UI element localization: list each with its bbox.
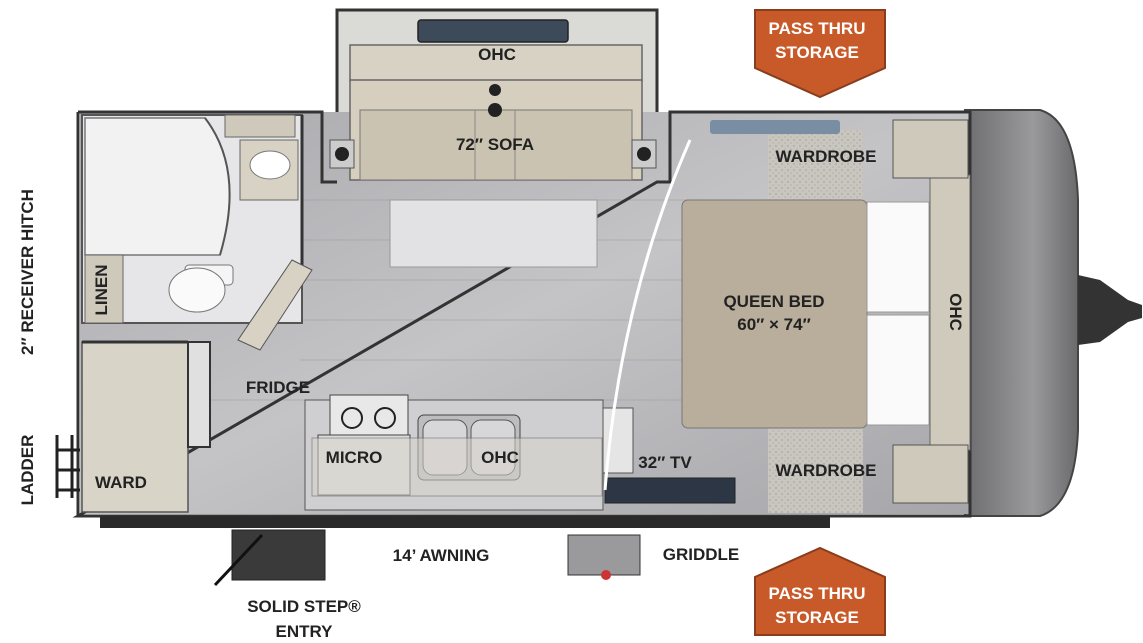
pass-thru-badge-top	[754, 9, 886, 99]
hitch	[1078, 275, 1142, 345]
wardrobe-bottom	[768, 428, 863, 513]
label-entry: SOLID STEP®	[247, 597, 361, 616]
label-entry-2: ENTRY	[276, 622, 334, 641]
label-wardrobe-bottom: WARDROBE	[775, 461, 876, 480]
nightstand-bottom	[892, 444, 969, 504]
label-ward: WARD	[95, 473, 147, 492]
slideout-window	[417, 19, 569, 43]
pillow-bottom	[866, 314, 930, 426]
kitchen-ohc	[311, 437, 603, 497]
bed-ohc	[929, 174, 971, 451]
label-awning: 14’ AWNING	[393, 546, 490, 565]
badge-top-line2: STORAGE	[775, 43, 859, 62]
label-griddle: GRIDDLE	[663, 545, 740, 564]
fridge	[187, 341, 211, 448]
entry-steps	[213, 529, 326, 587]
bath-door	[237, 259, 313, 351]
label-ohc-top: OHC	[478, 45, 516, 64]
label-receiver-hitch: 2″ RECEIVER HITCH	[18, 189, 37, 355]
badge-bottom-line1: PASS THRU	[769, 584, 866, 603]
pillow-top	[866, 201, 930, 313]
label-queen-bed: QUEEN BED	[723, 292, 824, 311]
pass-thru-badge-bottom	[754, 546, 886, 636]
griddle	[567, 534, 641, 576]
badge-top-line1: PASS THRU	[769, 19, 866, 38]
medicine-cabinet	[224, 114, 296, 138]
front-window-top	[710, 120, 840, 134]
cupholder	[489, 84, 501, 96]
label-wardrobe-top: WARDROBE	[775, 147, 876, 166]
ward-cabinet	[81, 341, 189, 513]
toilet	[168, 267, 226, 313]
nightstand-top	[892, 119, 969, 179]
label-queen-bed-size: 60″ × 74″	[737, 315, 810, 334]
label-fridge: FRIDGE	[246, 378, 310, 397]
shower	[84, 117, 231, 256]
label-linen: LINEN	[92, 265, 111, 316]
label-ohc-front: OHC	[946, 293, 965, 331]
ladder	[55, 435, 80, 498]
table	[389, 199, 598, 268]
front-cap	[964, 109, 1079, 517]
wardrobe-top	[768, 130, 863, 200]
queen-bed	[681, 199, 868, 429]
sink	[249, 150, 291, 180]
label-sofa: 72″ SOFA	[456, 135, 534, 154]
label-micro: MICRO	[326, 448, 383, 467]
label-ladder: LADDER	[18, 435, 37, 506]
linen-cabinet	[84, 254, 124, 324]
tv	[604, 477, 736, 504]
awning-rail	[100, 516, 830, 528]
door-arc	[603, 139, 692, 491]
slideout-ohc	[349, 44, 643, 82]
badge-bottom-line2: STORAGE	[775, 608, 859, 627]
label-tv: 32″ TV	[638, 453, 692, 472]
label-ohc-kitchen: OHC	[481, 448, 519, 467]
